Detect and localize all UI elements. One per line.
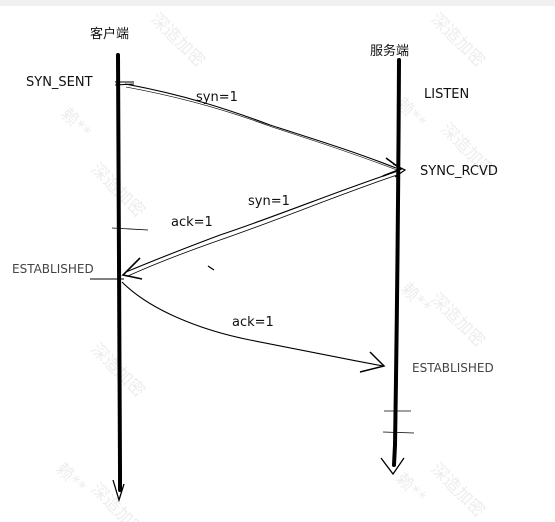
watermark-text: 深造加密 bbox=[146, 9, 208, 71]
message-label-ack: ack=1 bbox=[232, 315, 274, 330]
server-actor-label: 服务端 bbox=[370, 43, 409, 59]
message-syn-ack-arrow bbox=[90, 170, 399, 280]
message-syn-arrow bbox=[124, 83, 407, 178]
message-label-syn-ack-syn: syn=1 bbox=[248, 194, 290, 209]
client-state-syn-sent: SYN_SENT bbox=[26, 75, 93, 90]
client-actor-label: 客户端 bbox=[90, 26, 129, 42]
server-state-sync-rcvd: SYNC_RCVD bbox=[420, 164, 498, 179]
message-label-syn: syn=1 bbox=[196, 90, 238, 105]
watermark-alt: 赖** bbox=[396, 279, 434, 317]
watermark-alt: 赖** bbox=[391, 469, 429, 507]
watermark-text: 深造加密 bbox=[86, 479, 148, 522]
watermark-alt: 赖** bbox=[51, 459, 89, 497]
watermark-text: 深造加密 bbox=[426, 289, 488, 351]
server-timeline bbox=[380, 58, 415, 476]
client-state-established: ESTABLISHED bbox=[12, 262, 94, 276]
watermark-text: 深造加密 bbox=[426, 459, 488, 521]
watermark-alt: 赖** bbox=[56, 104, 94, 142]
message-ack-arrow bbox=[121, 281, 386, 373]
client-timeline bbox=[111, 53, 149, 503]
window-top-strip bbox=[0, 0, 555, 6]
server-state-established: ESTABLISHED bbox=[412, 361, 494, 375]
watermark-text: 深造加密 bbox=[426, 9, 488, 71]
message-label-syn-ack-ack: ack=1 bbox=[171, 215, 213, 230]
server-state-listen: LISTEN bbox=[424, 87, 469, 102]
